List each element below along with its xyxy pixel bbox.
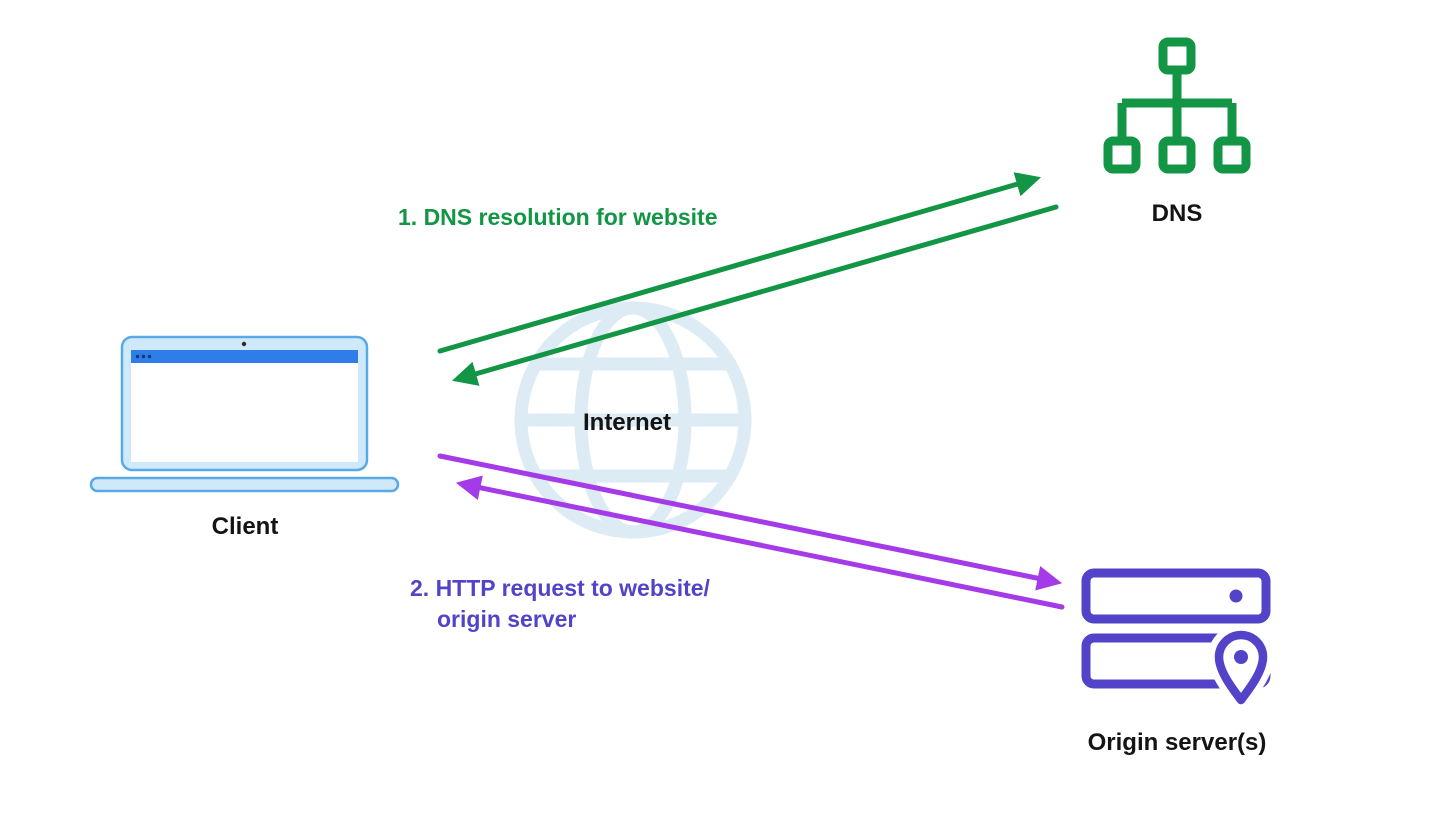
laptop-icon	[89, 335, 400, 493]
globe-icon	[514, 301, 752, 539]
laptop-screen-content	[131, 363, 358, 462]
client-label: Client	[211, 513, 279, 540]
internet-label: Internet	[582, 409, 671, 436]
location-pin-icon	[1214, 630, 1268, 705]
laptop-base	[89, 476, 400, 493]
arrow-response-from-dns	[451, 204, 1059, 386]
arrow-request-to-origin	[437, 453, 1063, 591]
step2-http-request-label-line2: origin server	[437, 606, 577, 632]
dns-resolution-arrows	[437, 172, 1059, 386]
server-with-location-pin-icon	[1081, 568, 1274, 711]
laptop-camera-dot	[241, 341, 247, 347]
http-request-arrows	[437, 453, 1065, 610]
sitemap-icon	[1103, 37, 1251, 174]
step2-http-request-label-line1: 2. HTTP request to website/	[410, 575, 710, 601]
arrow-response-from-origin	[455, 475, 1065, 610]
origin-server-label: Origin server(s)	[1087, 729, 1267, 756]
dns-label: DNS	[1151, 200, 1203, 227]
laptop-titlebar	[131, 350, 358, 363]
step1-dns-resolution-label: 1. DNS resolution for website	[398, 204, 718, 230]
arrow-request-to-dns	[437, 172, 1042, 354]
